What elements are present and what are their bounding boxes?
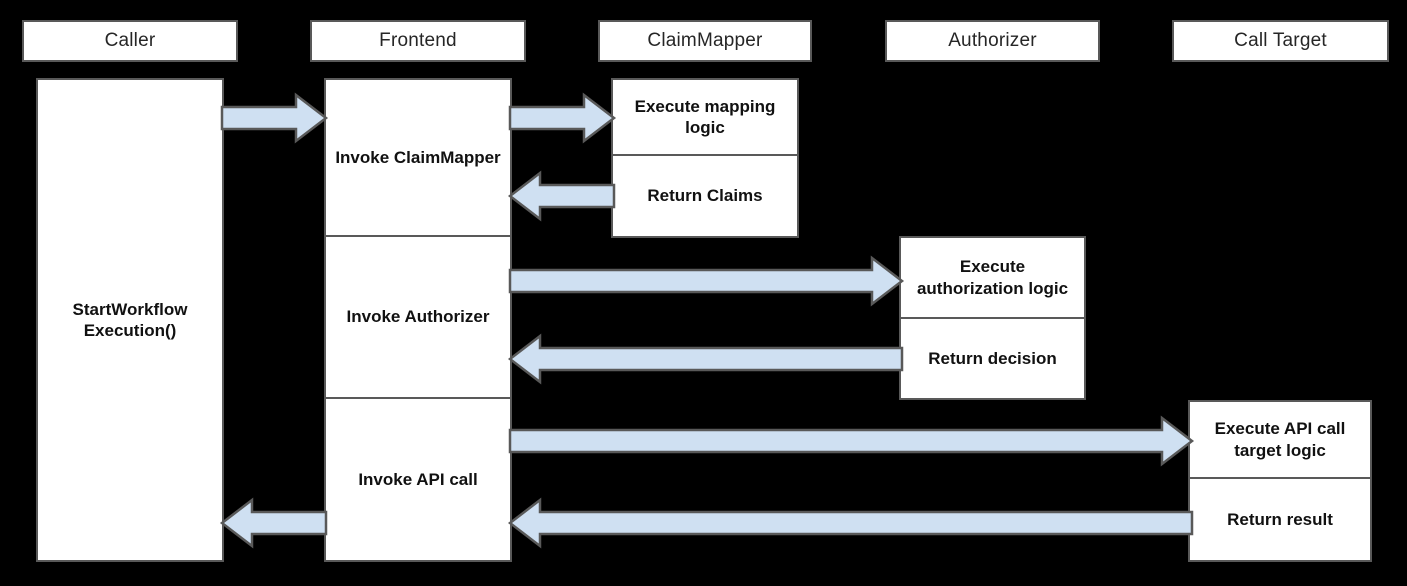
lane-header-authorizer[interactable]: Authorizer	[885, 20, 1100, 62]
lane-header-frontend-label: Frontend	[379, 30, 457, 51]
lane-header-claimmapper-label: ClaimMapper	[647, 30, 763, 51]
lane-header-caller[interactable]: Caller	[22, 20, 238, 62]
activation-claimmapper-return-label: Return Claims	[647, 186, 763, 206]
message-arrow-frontend-to-caller[interactable]	[219, 497, 328, 549]
activation-claimmapper-execute-label: Execute mapping logic	[634, 96, 776, 137]
message-arrow-frontend-to-authorizer[interactable]	[508, 255, 905, 307]
message-arrow-authorizer-to-frontend[interactable]	[507, 333, 904, 385]
activation-claimmapper-return[interactable]: Return Claims	[611, 155, 799, 238]
message-arrow-frontend-to-claimmapper[interactable]	[508, 92, 617, 144]
activation-claimmapper-execute[interactable]: Execute mapping logic	[611, 78, 799, 155]
message-arrow-caller-to-frontend[interactable]	[220, 92, 329, 144]
activation-calltarget-return-label: Return result	[1227, 509, 1333, 529]
activation-frontend-invoke-authorizer[interactable]: Invoke Authorizer	[324, 236, 512, 398]
lane-header-calltarget[interactable]: Call Target	[1172, 20, 1389, 62]
activation-frontend-invoke-claimmapper[interactable]: Invoke ClaimMapper	[324, 78, 512, 236]
activation-authorizer-return-label: Return decision	[928, 348, 1057, 368]
activation-authorizer-execute-label: Execute authorization logic	[916, 257, 1069, 298]
lane-header-claimmapper[interactable]: ClaimMapper	[598, 20, 812, 62]
activation-calltarget-execute[interactable]: Execute API call target logic	[1188, 400, 1372, 478]
message-arrow-frontend-to-calltarget[interactable]	[508, 415, 1195, 467]
activation-calltarget-return[interactable]: Return result	[1188, 478, 1372, 562]
activation-caller-start-label: StartWorkflow Execution()	[72, 299, 188, 340]
activation-frontend-invoke-api-call[interactable]: Invoke API call	[324, 398, 512, 562]
lane-header-calltarget-label: Call Target	[1234, 30, 1327, 51]
lane-header-caller-label: Caller	[104, 30, 156, 51]
activation-calltarget-execute-label: Execute API call target logic	[1214, 419, 1346, 460]
activation-authorizer-execute[interactable]: Execute authorization logic	[899, 236, 1086, 318]
activation-caller-start[interactable]: StartWorkflow Execution()	[36, 78, 224, 562]
activation-frontend-invoke-api-call-label: Invoke API call	[358, 469, 478, 489]
activation-frontend-invoke-authorizer-label: Invoke Authorizer	[346, 307, 490, 327]
activation-frontend-invoke-claimmapper-label: Invoke ClaimMapper	[335, 147, 501, 167]
lane-header-frontend[interactable]: Frontend	[310, 20, 526, 62]
lane-header-authorizer-label: Authorizer	[948, 30, 1037, 51]
message-arrow-calltarget-to-frontend[interactable]	[507, 497, 1194, 549]
activation-authorizer-return[interactable]: Return decision	[899, 318, 1086, 400]
message-arrow-claimmapper-to-frontend[interactable]	[507, 170, 616, 222]
